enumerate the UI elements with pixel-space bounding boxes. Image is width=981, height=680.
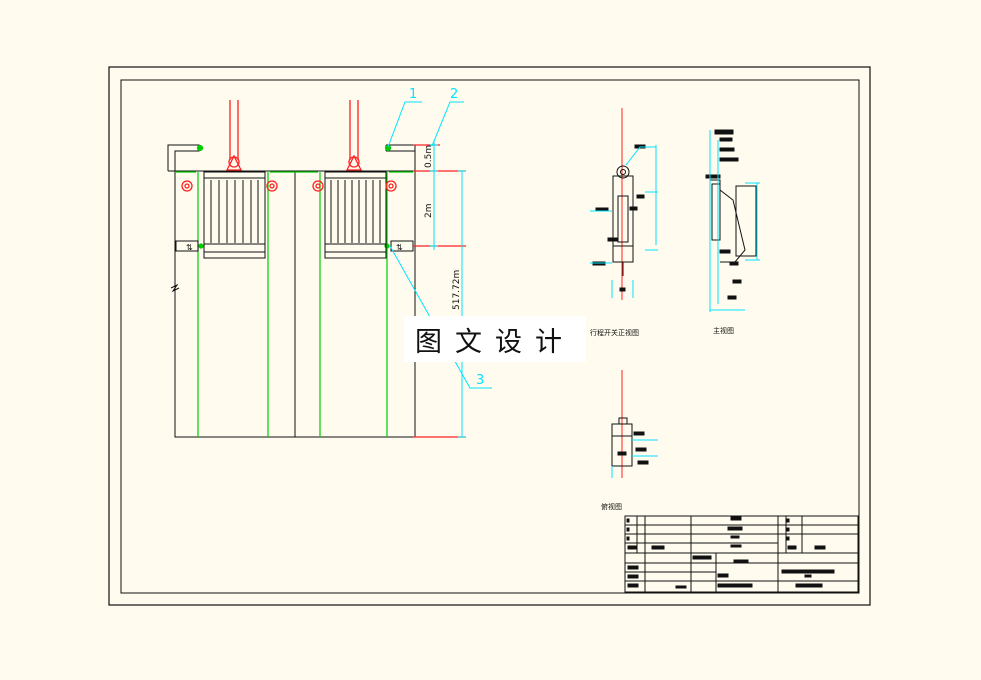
label-travel-switch-view: 行程开关正视图: [590, 328, 639, 337]
gate-assembly: [167, 144, 416, 438]
red-hoist: [181, 100, 466, 438]
callout-2: 2: [450, 87, 458, 102]
inner-frame: [120, 79, 860, 594]
label-bottom-view: 俯视图: [601, 502, 622, 511]
travel-switch-front-view: [590, 108, 658, 300]
callout-1: 1: [409, 87, 417, 102]
watermark: 图文设计: [404, 316, 586, 362]
dim-top: 0.5m: [424, 145, 434, 168]
outer-frame: [108, 66, 871, 606]
label-side-view: 主视图: [713, 326, 734, 335]
green-guides: [175, 144, 413, 437]
svg-text:⇅: ⇅: [186, 243, 193, 252]
dim-total: 517.72m: [452, 270, 462, 310]
right-gate-panel: ⇅: [324, 171, 414, 259]
bottom-view: [611, 370, 658, 478]
svg-text:⇅: ⇅: [396, 243, 403, 252]
left-gate-panel: ⇅: [175, 171, 266, 259]
side-view: [705, 129, 760, 312]
dim-mid: 2m: [424, 204, 434, 219]
title-block: [624, 515, 859, 593]
dimension-lines: [387, 101, 492, 438]
callout-3: 3: [476, 373, 484, 388]
